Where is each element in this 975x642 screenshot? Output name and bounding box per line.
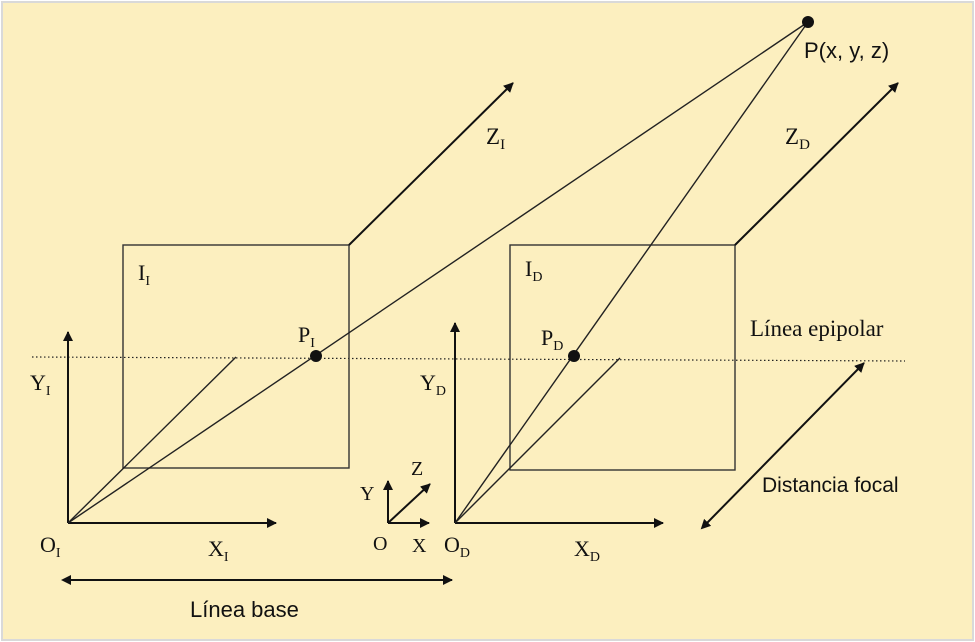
baseline-label: Línea base (190, 597, 299, 622)
world-z-axis (387, 483, 431, 524)
epipolar-line (31, 356, 906, 362)
left-z-axis-label: ZI (486, 124, 505, 153)
point-p-left (310, 350, 322, 362)
point-p-label: P(x, y, z) (804, 38, 889, 63)
right-focal-ray (454, 357, 621, 524)
left-origin-label: OI (40, 532, 61, 561)
left-image-plane (122, 244, 350, 469)
right-z-axis (734, 82, 899, 246)
left-image-label: II (138, 260, 150, 289)
point-p (802, 16, 814, 28)
left-y-axis-label: YI (30, 370, 51, 399)
point-p-right (568, 350, 580, 362)
focal-distance-arrow (700, 362, 865, 530)
right-image-label: ID (525, 256, 542, 285)
right-x-axis-label: XD (574, 536, 600, 565)
world-z-label: Z (411, 458, 423, 480)
p-left-label: PI (298, 322, 315, 351)
right-origin-label: OD (444, 532, 470, 561)
right-y-axis-label: YD (420, 370, 446, 399)
left-x-axis-label: XI (208, 536, 229, 565)
p-right-label: PD (541, 325, 563, 354)
right-projection-ray (454, 21, 809, 524)
left-focal-ray (67, 356, 237, 524)
right-z-axis-label: ZD (785, 124, 810, 153)
epipolar-line-label: Línea epipolar (750, 316, 884, 341)
world-x-label: X (412, 535, 427, 557)
left-projection-ray (67, 21, 809, 524)
focal-distance-label: Distancia focal (762, 474, 899, 497)
right-image-plane (509, 244, 736, 471)
world-origin-label: O (373, 533, 387, 555)
left-z-axis (348, 82, 514, 246)
world-y-label: Y (360, 483, 374, 505)
